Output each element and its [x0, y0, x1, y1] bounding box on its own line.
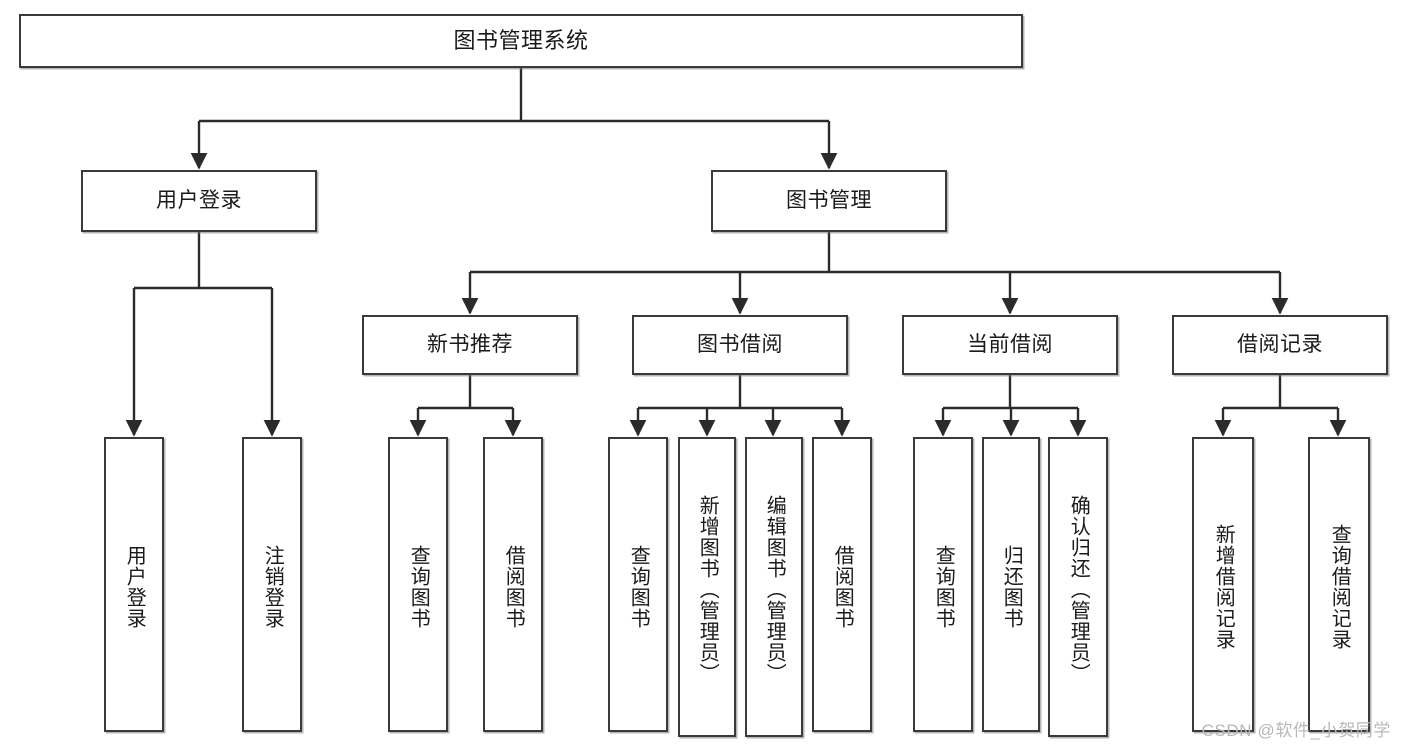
node-leaf-query-book-1[interactable]: 查询图书 — [388, 437, 448, 732]
node-new-book-recommend-label: 新书推荐 — [427, 332, 513, 356]
node-leaf-query-book-3-label: 查询图书 — [932, 544, 955, 629]
node-root-label: 图书管理系统 — [453, 28, 589, 54]
node-leaf-edit-book-label: 编辑图书（管理员） — [763, 494, 786, 684]
node-book-borrow[interactable]: 图书借阅 — [632, 315, 848, 375]
node-leaf-add-book-label: 新增图书（管理员） — [696, 494, 719, 684]
node-root[interactable]: 图书管理系统 — [19, 14, 1023, 68]
node-leaf-add-record[interactable]: 新增借阅记录 — [1192, 437, 1254, 732]
node-leaf-user-login-label: 用户登录 — [123, 544, 146, 629]
node-leaf-add-book[interactable]: 新增图书（管理员） — [678, 437, 736, 737]
node-leaf-edit-book[interactable]: 编辑图书（管理员） — [745, 437, 803, 737]
node-leaf-query-record[interactable]: 查询借阅记录 — [1308, 437, 1370, 732]
node-user-login[interactable]: 用户登录 — [81, 170, 317, 232]
node-leaf-query-book-2-label: 查询图书 — [627, 544, 650, 629]
node-leaf-borrow-book-1[interactable]: 借阅图书 — [483, 437, 543, 732]
node-borrow-record-label: 借阅记录 — [1237, 332, 1323, 356]
node-book-management-label: 图书管理 — [786, 188, 872, 212]
node-leaf-query-book-3[interactable]: 查询图书 — [913, 437, 973, 732]
node-leaf-confirm-return[interactable]: 确认归还（管理员） — [1048, 437, 1108, 737]
node-book-borrow-label: 图书借阅 — [697, 332, 783, 356]
node-current-borrow-label: 当前借阅 — [967, 332, 1053, 356]
node-leaf-query-book-2[interactable]: 查询图书 — [608, 437, 668, 732]
node-leaf-borrow-book-2-label: 借阅图书 — [831, 544, 854, 629]
node-leaf-confirm-return-label: 确认归还（管理员） — [1067, 494, 1090, 684]
node-leaf-borrow-book-2[interactable]: 借阅图书 — [812, 437, 872, 732]
node-leaf-return-book-label: 归还图书 — [1000, 544, 1023, 629]
node-user-login-label: 用户登录 — [156, 188, 242, 212]
node-current-borrow[interactable]: 当前借阅 — [902, 315, 1118, 375]
node-leaf-return-book[interactable]: 归还图书 — [982, 437, 1040, 732]
node-book-management[interactable]: 图书管理 — [711, 170, 947, 232]
node-leaf-add-record-label: 新增借阅记录 — [1212, 523, 1235, 650]
node-leaf-query-book-1-label: 查询图书 — [407, 544, 430, 629]
node-leaf-user-logout-label: 注销登录 — [261, 544, 284, 629]
node-leaf-user-login[interactable]: 用户登录 — [104, 437, 164, 732]
node-leaf-query-record-label: 查询借阅记录 — [1328, 523, 1351, 650]
node-leaf-borrow-book-1-label: 借阅图书 — [502, 544, 525, 629]
node-leaf-user-logout[interactable]: 注销登录 — [242, 437, 302, 732]
node-borrow-record[interactable]: 借阅记录 — [1172, 315, 1388, 375]
node-new-book-recommend[interactable]: 新书推荐 — [362, 315, 578, 375]
